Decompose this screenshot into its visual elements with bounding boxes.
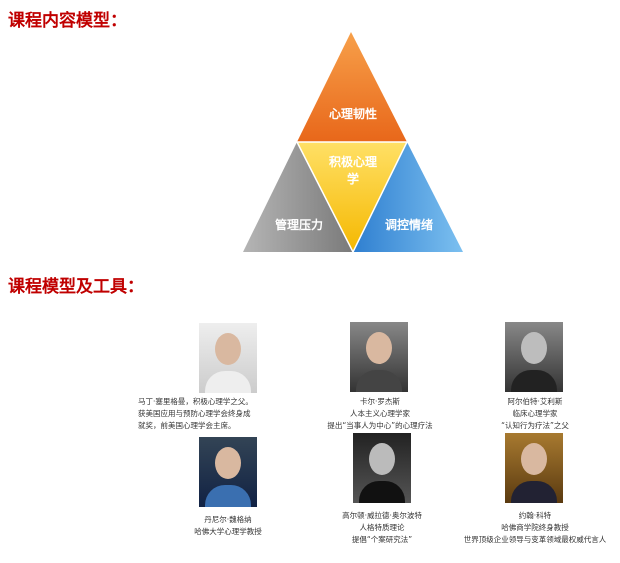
label-right: 调控情绪: [385, 217, 433, 232]
label-center-1: 积极心理: [329, 154, 377, 169]
portrait-wegner: [199, 437, 257, 507]
portrait-rogers: [350, 322, 408, 392]
triangle-right-segment: [353, 142, 463, 252]
label-left: 管理压力: [275, 217, 323, 232]
portrait-seligman: [199, 323, 257, 393]
section-title-tools: 课程模型及工具：: [8, 277, 144, 297]
caption-rogers: 卡尔·罗杰斯人本主义心理学家提出“当事人为中心”的心理疗法: [327, 397, 433, 430]
portrait-kotter: [505, 433, 563, 503]
triangle-center-segment: [295, 141, 409, 254]
caption-ellis: 阿尔伯特·艾利斯临床心理学家“认知行为疗法”之父: [501, 397, 569, 430]
triangle-top-segment: [297, 32, 407, 142]
label-center-2: 学: [347, 171, 359, 186]
portrait-ellis: [505, 322, 563, 392]
section-title-content-model: 课程内容模型：: [8, 11, 127, 31]
caption-allport: 高尔顿·威拉德·奥尔波特人格特质理论提倡“个案研究法”: [342, 511, 422, 544]
triangle-left-segment: [243, 142, 353, 252]
caption-wegner: 丹尼尔·魏格纳哈佛大学心理学教授: [194, 515, 262, 536]
portrait-allport: [353, 433, 411, 503]
caption-kotter: 约翰·科特哈佛商学院终身教授世界顶级企业领导与变革领域最权威代言人: [463, 511, 607, 544]
course-content-triangle: 心理韧性 积极心理 学 管理压力 调控情绪: [243, 32, 463, 254]
label-top: 心理韧性: [329, 106, 377, 121]
caption-seligman: 马丁·塞里格曼，积极心理学之父。获美国应用与预防心理学会终身成就奖，前美国心理学…: [138, 397, 253, 430]
